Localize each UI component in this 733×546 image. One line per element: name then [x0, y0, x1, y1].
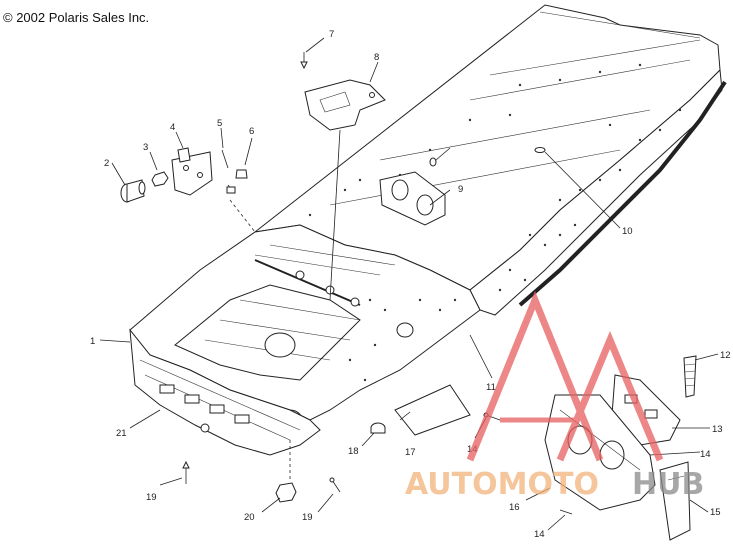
- part-7-pin: [300, 52, 308, 70]
- leader-lines: [99, 37, 719, 531]
- label-21: 21: [116, 428, 127, 439]
- label-6: 6: [249, 126, 254, 137]
- label-2: 2: [104, 158, 109, 169]
- watermark-text-a: AUTOMOTO: [405, 467, 599, 502]
- part-8-bracket: [304, 79, 386, 131]
- label-20: 20: [244, 512, 255, 523]
- part-2-bushing: [120, 179, 146, 203]
- label-14c: 14: [534, 529, 545, 540]
- label-11: 11: [486, 382, 496, 393]
- label-9: 9: [458, 184, 463, 195]
- label-12: 12: [720, 350, 731, 361]
- part-20-nut: [275, 482, 297, 503]
- part-17-plate: [394, 384, 471, 436]
- part-6-screw: [235, 169, 248, 179]
- front-bulkhead: [129, 224, 481, 456]
- label-1: 1: [90, 336, 95, 347]
- label-4: 4: [170, 122, 175, 133]
- label-3: 3: [143, 142, 148, 153]
- part-19a-pin: [182, 460, 190, 484]
- callout-labels: 1 2 3 4 5 6 7 8 9 10 11 12 13 14 14 14 1…: [90, 29, 731, 540]
- part-9-plate: [379, 171, 446, 226]
- watermark-text-b: HUB: [632, 467, 704, 502]
- part-15-flap: [659, 461, 691, 541]
- watermark-logo: [466, 290, 664, 462]
- label-5: 5: [217, 118, 222, 129]
- part-4-bracket: [171, 147, 213, 196]
- part-19b-pin: [329, 477, 341, 493]
- chassis-tunnel: [253, 4, 727, 316]
- label-18: 18: [348, 446, 359, 457]
- part-5-screw: [221, 149, 236, 194]
- label-10: 10: [622, 226, 633, 237]
- label-8: 8: [374, 52, 379, 63]
- label-16: 16: [509, 502, 520, 513]
- part-3-nut: [151, 171, 169, 187]
- label-19b: 19: [302, 512, 313, 523]
- part-18-plug: [370, 422, 386, 434]
- label-19a: 19: [146, 492, 157, 503]
- watermark: AUTOMOTO HUB: [405, 290, 704, 502]
- label-13: 13: [712, 424, 723, 435]
- label-15: 15: [710, 507, 721, 518]
- label-17: 17: [405, 447, 416, 458]
- label-14b: 14: [700, 449, 711, 460]
- label-7: 7: [329, 29, 334, 40]
- part-12-bolt: [683, 355, 697, 398]
- copyright-text: © 2002 Polaris Sales Inc.: [3, 10, 150, 25]
